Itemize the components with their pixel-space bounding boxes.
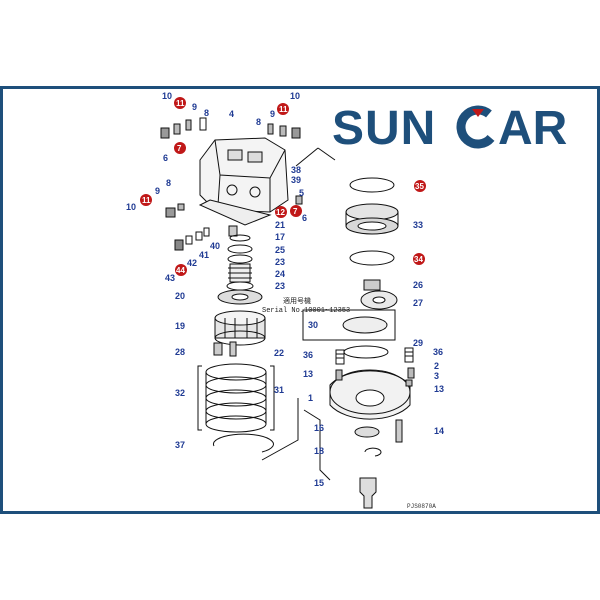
suncar-logo: SUN AR <box>332 102 567 155</box>
red-callout-marker <box>174 142 186 154</box>
red-callout-marker <box>414 180 426 192</box>
callout-label: 16 <box>314 423 324 433</box>
callout-label: 11 <box>279 105 288 114</box>
callout-label: 11 <box>176 99 185 108</box>
callout-label: 37 <box>175 440 185 450</box>
callout-label: 35 <box>415 182 424 191</box>
svg-text:AR: AR <box>498 102 567 155</box>
diagram-frame <box>0 86 600 514</box>
callout-label: 2 <box>434 361 439 371</box>
callout-label: 20 <box>175 291 185 301</box>
callout-label: 30 <box>308 320 318 330</box>
callout-label: 9 <box>270 109 275 119</box>
callout-label: 29 <box>413 338 423 348</box>
callout-label: 23 <box>275 281 285 291</box>
callout-label: 9 <box>155 186 160 196</box>
callout-label: 19 <box>175 321 185 331</box>
callout-label: 3 <box>434 371 439 381</box>
serial-number-text: Serial No.10001~12353 <box>262 307 350 315</box>
callout-label: 36 <box>303 350 313 360</box>
callout-label: 32 <box>175 388 185 398</box>
red-callout-marker <box>413 253 425 265</box>
callout-label: 6 <box>302 213 307 223</box>
callout-label: 8 <box>256 117 261 127</box>
red-callout-marker <box>175 264 187 276</box>
callout-label: 39 <box>291 175 301 185</box>
callout-label: 24 <box>275 269 285 279</box>
callout-label: 10 <box>126 202 136 212</box>
callout-label: 14 <box>434 426 444 436</box>
callout-label: 13 <box>434 384 444 394</box>
callout-label: 9 <box>192 102 197 112</box>
callout-label: 8 <box>166 178 171 188</box>
callout-label: 27 <box>413 298 423 308</box>
callout-label: 31 <box>274 385 284 395</box>
callout-label: 23 <box>275 257 285 267</box>
callout-label: 38 <box>291 165 301 175</box>
callout-label: 28 <box>175 347 185 357</box>
part-drawings <box>160 117 415 509</box>
callout-label: 25 <box>275 245 285 255</box>
callout-label: 15 <box>314 478 324 488</box>
red-callout-marker <box>277 103 289 115</box>
callout-label: 40 <box>210 241 220 251</box>
red-callout-marker <box>290 205 302 217</box>
callout-label: 4 <box>229 109 234 119</box>
callout-label: 11 <box>142 196 151 205</box>
figure-code: PJS0870A <box>407 503 436 510</box>
red-callout-marker <box>140 194 152 206</box>
svg-text:SUN: SUN <box>332 102 436 155</box>
callout-label: 43 <box>165 273 175 283</box>
callout-label: 1 <box>308 393 313 403</box>
red-callout-marker <box>174 97 186 109</box>
red-callout-marker <box>275 206 287 218</box>
callout-label: 34 <box>414 255 423 264</box>
callout-label: 22 <box>274 348 284 358</box>
callout-label: 5 <box>299 188 304 198</box>
callout-label: 6 <box>163 153 168 163</box>
callout-label: 33 <box>413 220 423 230</box>
callout-label: 7 <box>177 144 182 153</box>
callout-label: 41 <box>199 250 209 260</box>
callout-label: 12 <box>276 208 285 217</box>
callout-label: 7 <box>293 207 298 216</box>
callout-label: 10 <box>290 91 300 101</box>
callout-label: 44 <box>176 266 185 275</box>
callout-label: 10 <box>162 91 172 101</box>
callout-label: 18 <box>314 446 324 456</box>
callout-label: 8 <box>204 108 209 118</box>
callout-label: 17 <box>275 232 285 242</box>
serial-label-cn: 適用号機 <box>283 296 311 306</box>
callout-label: 36 <box>433 347 443 357</box>
callout-label: 21 <box>275 220 285 230</box>
callout-label: 26 <box>413 280 423 290</box>
callout-group: 10 11 9 8 4 8 9 11 10 7 6 38 39 5 8 9 10… <box>126 91 444 488</box>
callout-label: 13 <box>303 369 313 379</box>
callout-label: 42 <box>187 258 197 268</box>
